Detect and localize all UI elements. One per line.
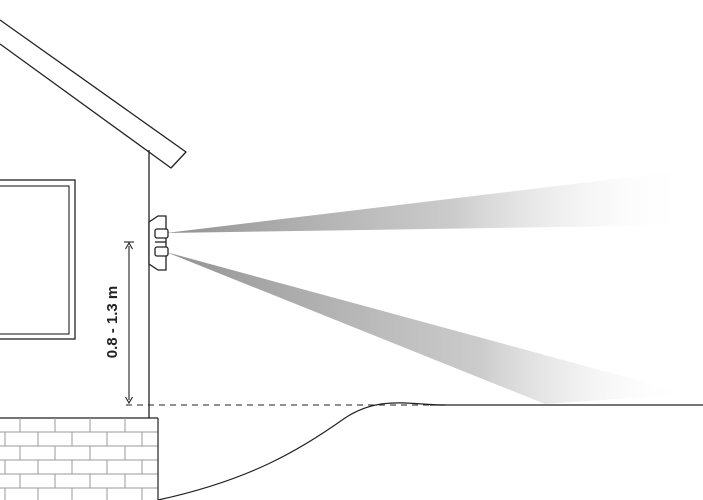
house-roof (0, 19, 187, 169)
mounting-height-label: 0.8 - 1.3 m (104, 286, 121, 359)
height-dimension (124, 241, 134, 405)
upper-detection-beam (166, 170, 690, 233)
motion-sensor-device (148, 215, 169, 271)
lower-detection-beam (166, 252, 688, 404)
terrain-slope (157, 402, 446, 500)
brick-foundation (0, 418, 158, 500)
house-window (0, 179, 76, 340)
